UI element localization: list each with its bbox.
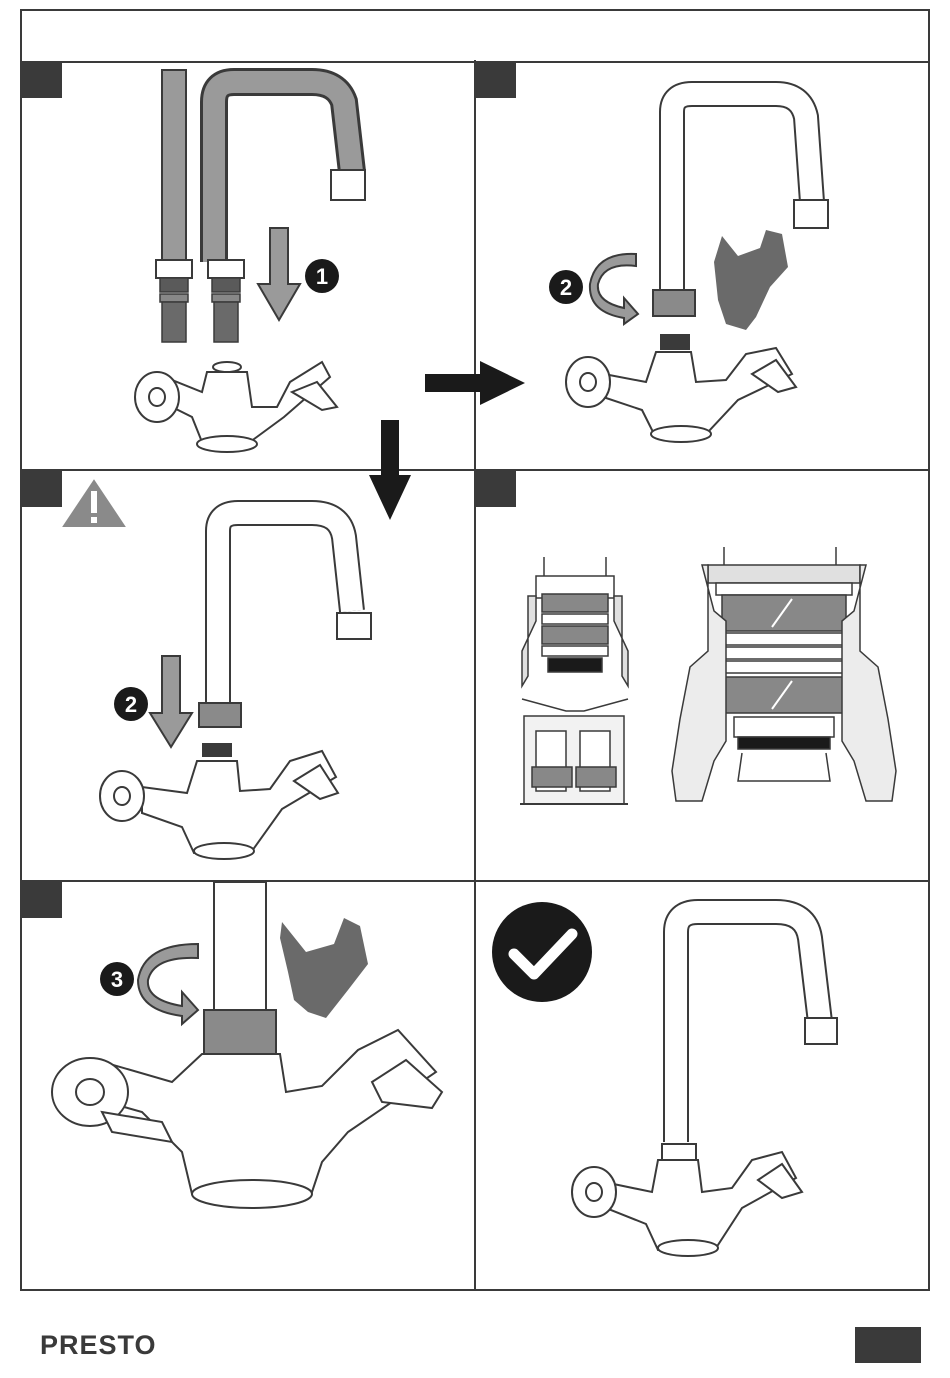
straight-pipe [162, 70, 186, 265]
step-1-illustration: 1 [22, 62, 474, 469]
faucet-body-large [52, 1030, 442, 1208]
arrow-down-icon [258, 228, 300, 320]
callout-1-number: 1 [316, 264, 328, 289]
faucet-body [135, 362, 337, 452]
callout-2-number: 2 [560, 275, 572, 300]
arrow-down-icon [150, 656, 192, 747]
faucet-body [572, 1152, 802, 1256]
step-3-illustration: 2 [22, 471, 474, 880]
step-4-panel [476, 471, 930, 880]
spout-nut [199, 703, 241, 727]
large-cross-section [672, 547, 896, 801]
checkmark-badge [492, 902, 592, 1002]
callout-2b-number: 2 [125, 692, 137, 717]
spout-outlet [794, 200, 828, 228]
faucet-body [566, 348, 796, 442]
step-3-panel: 2 [22, 471, 474, 880]
small-cross-section [520, 557, 628, 804]
callout-3-number: 3 [111, 967, 123, 992]
cross-section-illustration [476, 471, 930, 880]
rotate-clockwise-icon [590, 254, 638, 324]
step-1-panel: 1 [22, 62, 474, 469]
step-2-panel: 2 [476, 62, 930, 469]
step-6-illustration [476, 882, 930, 1290]
step-6-panel [476, 882, 930, 1290]
spout-nut [204, 1010, 276, 1054]
rotate-clockwise-icon [138, 944, 198, 1024]
faucet-body [100, 751, 338, 859]
spout-outlet [805, 1018, 837, 1044]
page-number-box [855, 1327, 921, 1363]
step-5-illustration: 3 [22, 882, 474, 1290]
spout-outlet [337, 613, 371, 639]
pipe-nut [156, 260, 192, 278]
step-2-illustration: 2 [476, 62, 930, 469]
wrench-icon [280, 918, 368, 1018]
step-5-panel: 3 [22, 882, 474, 1290]
header-strip [22, 11, 928, 63]
brand-logo: PRESTO [40, 1330, 157, 1361]
spout-outlet [331, 170, 365, 200]
spout-nut [653, 290, 695, 316]
wrench-icon [714, 230, 788, 330]
